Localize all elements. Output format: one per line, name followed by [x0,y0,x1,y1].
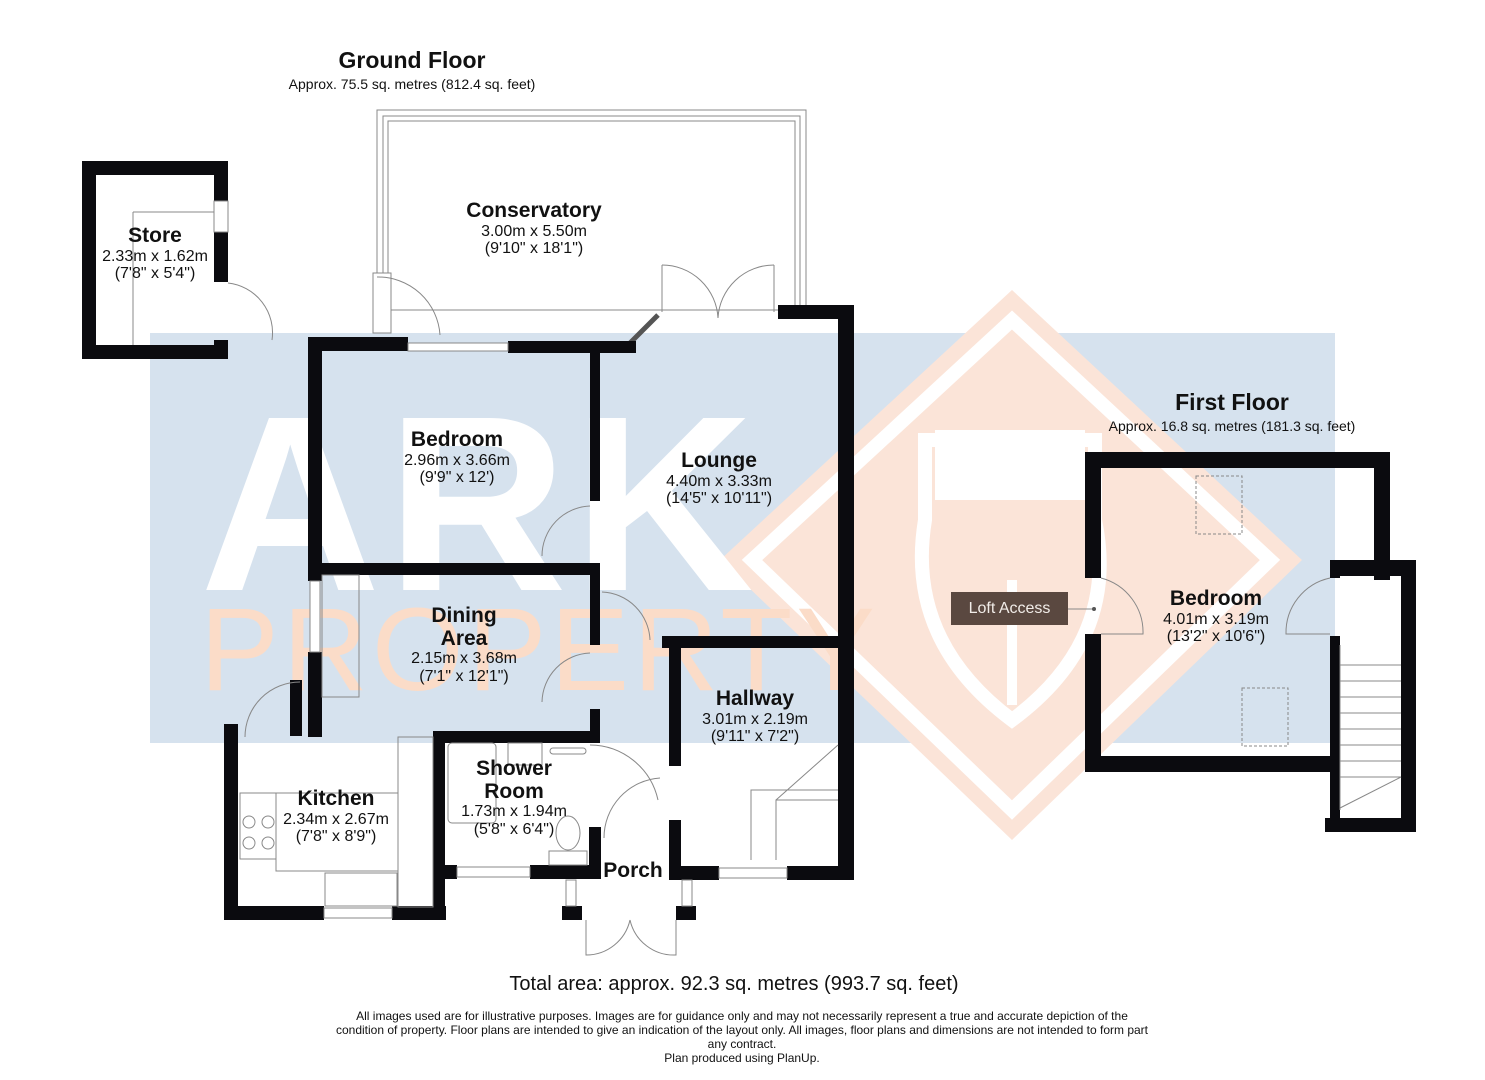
room-dining-area: Dining Area 2.15m x 3.68m (7'1" x 12'1") [411,604,517,685]
ground-floor-area: Approx. 75.5 sq. metres (812.4 sq. feet) [288,76,536,92]
disclaimer-line: All images used are for illustrative pur… [356,1009,1128,1023]
disclaimer: All images used are for illustrative pur… [252,1009,1232,1065]
loft-access-tag: Loft Access [951,592,1068,625]
room-shower-room: Shower Room 1.73m x 1.94m (5'8" x 6'4") [461,757,567,838]
total-area: Total area: approx. 92.3 sq. metres (993… [509,973,959,995]
room-porch: Porch [603,859,663,882]
door-swings [244,505,677,956]
first-floor-title: First Floor [1175,389,1289,415]
store-walls [82,161,228,359]
room-lounge: Lounge 4.40m x 3.33m (14'5" x 10'11") [665,449,773,507]
first-floor-area: Approx. 16.8 sq. metres (181.3 sq. feet) [1108,418,1356,434]
svg-text:ARK: ARK [200,364,760,643]
disclaimer-line: condition of property. Floor plans are i… [335,1023,1149,1037]
room-hallway: Hallway 3.01m x 2.19m (9'11" x 7'2") [702,687,808,745]
room-bedroom-ground: Bedroom 2.96m x 3.66m (9'9" x 12') [404,428,510,486]
room-store: Store 2.33m x 1.62m (7'8" x 5'4") [102,224,208,282]
disclaimer-line: any contract. [707,1037,777,1051]
conservatory-frame [376,109,807,311]
windows [309,342,788,919]
fixtures [239,574,839,908]
ground-floor-title: Ground Floor [338,47,486,73]
room-kitchen: Kitchen 2.34m x 2.67m (7'8" x 8'9") [283,787,389,845]
ground-floor-walls [224,305,854,920]
first-floor-walls [1085,452,1416,832]
room-bedroom-first: Bedroom 4.01m x 3.19m (13'2" x 10'6") [1163,587,1269,645]
room-conservatory: Conservatory 3.00m x 5.50m (9'10" x 18'1… [466,199,602,257]
first-floor-fixtures [1068,475,1402,810]
disclaimer-line: Plan produced using PlanUp. [664,1051,820,1065]
first-floor-heading: First Floor Approx. 16.8 sq. metres (181… [1109,389,1356,434]
ground-floor-heading: Ground Floor Approx. 75.5 sq. metres (81… [289,47,536,92]
